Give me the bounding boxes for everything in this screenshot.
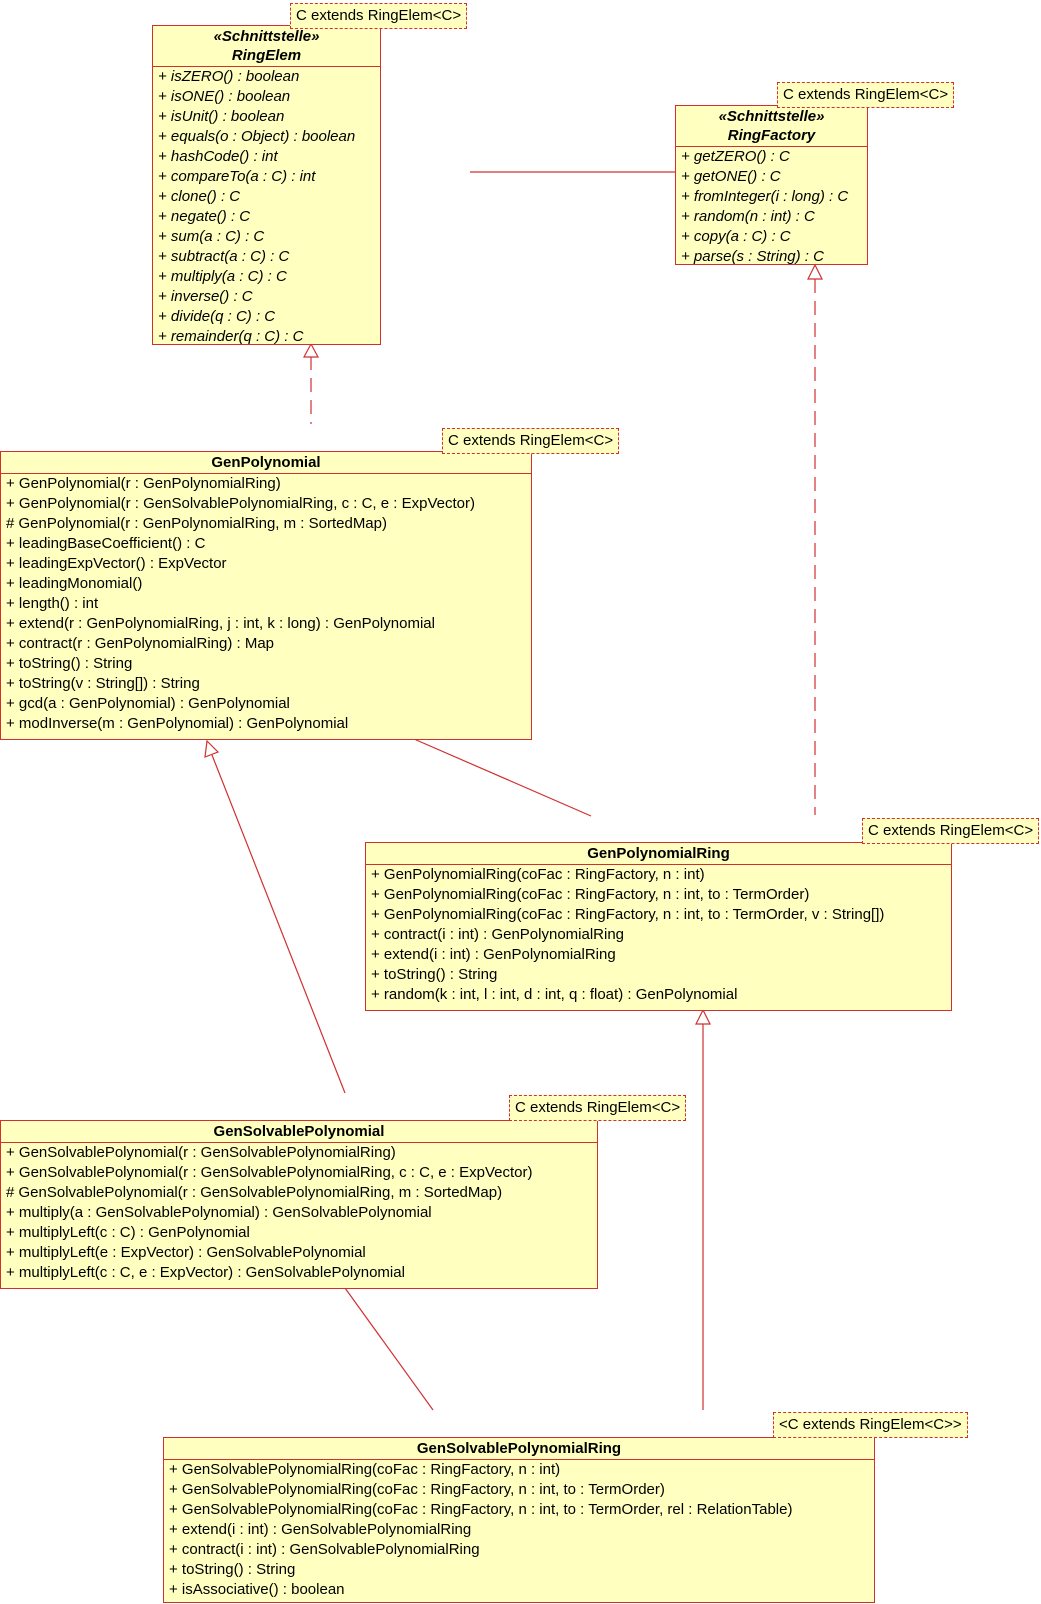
method-item: + sum(a : C) : C <box>158 228 265 245</box>
method-item: + contract(i : int) : GenPolynomialRing <box>371 926 625 943</box>
method-item: + leadingMonomial() <box>6 575 143 592</box>
method-item: + compareTo(a : C) : int <box>158 168 316 185</box>
realization-arrowhead-ringfactory <box>807 263 823 280</box>
method-item: + GenPolynomialRing(coFac : RingFactory,… <box>371 886 810 903</box>
method-item: + inverse() : C <box>158 288 253 305</box>
method-item: + leadingExpVector() : ExpVector <box>6 555 227 572</box>
method-item: + isAssociative() : boolean <box>169 1581 345 1598</box>
method-item: + multiplyLeft(e : ExpVector) : GenSolva… <box>6 1244 366 1261</box>
class-name: RingFactory <box>727 127 816 144</box>
method-item: + toString(v : String[]) : String <box>6 675 200 692</box>
generalization-arrowhead-genpolynomialring <box>695 1008 711 1025</box>
method-item: + toString() : String <box>371 966 498 983</box>
method-item: + getONE() : C <box>681 168 781 185</box>
method-item: + GenSolvablePolynomialRing(coFac : Ring… <box>169 1501 793 1518</box>
method-item: + modInverse(m : GenPolynomial) : GenPol… <box>6 715 349 732</box>
method-list: + GenPolynomialRing(coFac : RingFactory,… <box>366 865 951 1005</box>
association-genpolynomial-ring <box>413 738 592 817</box>
class-name: GenSolvablePolynomialRing <box>416 1440 622 1457</box>
class-header: «Schnittstelle» RingFactory <box>676 106 867 147</box>
class-box-gensolvablepolynomial[interactable]: GenSolvablePolynomial + GenSolvablePolyn… <box>0 1120 598 1289</box>
method-item: + length() : int <box>6 595 99 612</box>
method-item: + GenPolynomialRing(coFac : RingFactory,… <box>371 906 885 923</box>
method-item: + negate() : C <box>158 208 251 225</box>
method-item: + remainder(q : C) : C <box>158 328 304 345</box>
method-item: + isUnit() : boolean <box>158 108 285 125</box>
type-parameter-genpolynomialring: C extends RingElem<C> <box>862 818 1040 844</box>
class-name: GenPolynomial <box>211 454 321 471</box>
class-name: RingElem <box>231 47 302 64</box>
class-header: GenPolynomialRing <box>366 843 951 865</box>
method-list: + getZERO() : C + getONE() : C + fromInteg… <box>676 147 867 267</box>
association-gensolvable-ring <box>344 1287 434 1411</box>
method-item: + multiplyLeft(c : C) : GenPolynomial <box>6 1224 250 1241</box>
method-item: + subtract(a : C) : C <box>158 248 290 265</box>
method-item: + GenPolynomial(r : GenPolynomialRing) <box>6 475 281 492</box>
method-item: # GenPolynomial(r : GenPolynomialRing, m… <box>6 515 387 532</box>
method-item: + GenSolvablePolynomialRing(coFac : Ring… <box>169 1461 561 1478</box>
method-item: + divide(q : C) : C <box>158 308 276 325</box>
method-item: + GenPolynomialRing(coFac : RingFactory,… <box>371 866 705 883</box>
class-box-gensolvablepolynomialring[interactable]: GenSolvablePolynomialRing + GenSolvableP… <box>163 1437 875 1603</box>
class-box-genpolynomial[interactable]: GenPolynomial + GenPolynomial(r : GenPol… <box>0 451 532 740</box>
class-box-genpolynomialring[interactable]: GenPolynomialRing + GenPolynomialRing(co… <box>365 842 952 1011</box>
method-item: + GenPolynomial(r : GenSolvablePolynomia… <box>6 495 475 512</box>
method-item: + contract(r : GenPolynomialRing) : Map <box>6 635 275 652</box>
method-item: + isONE() : boolean <box>158 88 291 105</box>
method-item: + hashCode() : int <box>158 148 278 165</box>
method-list: + GenPolynomial(r : GenPolynomialRing) + … <box>1 474 531 734</box>
generalization-gensolvablepolynomial <box>211 754 346 1094</box>
method-item: + toString() : String <box>169 1561 296 1578</box>
method-item: # GenSolvablePolynomial(r : GenSolvableP… <box>6 1184 503 1201</box>
realization-arrowhead-ringelem <box>302 342 320 358</box>
type-parameter-genpolynomial: C extends RingElem<C> <box>442 428 620 454</box>
method-item: + copy(a : C) : C <box>681 228 791 245</box>
method-item: + clone() : C <box>158 188 241 205</box>
type-parameter-ringelem: C extends RingElem<C> <box>290 3 468 29</box>
method-item: + extend(i : int) : GenSolvablePolynomia… <box>169 1521 472 1538</box>
class-box-ringelem[interactable]: «Schnittstelle» RingElem + isZERO() : bo… <box>152 25 381 345</box>
method-item: + fromInteger(i : long) : C <box>681 188 849 205</box>
method-item: + extend(i : int) : GenPolynomialRing <box>371 946 616 963</box>
stereotype-label: «Schnittstelle» <box>718 108 825 125</box>
method-item: + gcd(a : GenPolynomial) : GenPolynomial <box>6 695 290 712</box>
method-item: + leadingBaseCoefficient() : C <box>6 535 206 552</box>
method-item: + multiply(a : C) : C <box>158 268 287 285</box>
type-parameter-gensolvablepolynomialring: <C extends RingElem<C>> <box>773 1412 968 1438</box>
method-item: + GenSolvablePolynomial(r : GenSolvableP… <box>6 1164 533 1181</box>
type-parameter-ringfactory: C extends RingElem<C> <box>777 82 955 108</box>
class-header: «Schnittstelle» RingElem <box>153 26 380 67</box>
class-header: GenSolvablePolynomialRing <box>164 1438 874 1460</box>
method-item: + equals(o : Object) : boolean <box>158 128 356 145</box>
method-list: + GenSolvablePolynomialRing(coFac : Ring… <box>164 1460 874 1600</box>
type-parameter-gensolvablepolynomial: C extends RingElem<C> <box>509 1095 687 1121</box>
method-item: + contract(i : int) : GenSolvablePolynom… <box>169 1541 480 1558</box>
method-list: + isZERO() : boolean + isONE() : boolean +… <box>153 67 380 347</box>
class-header: GenPolynomial <box>1 452 531 474</box>
class-header: GenSolvablePolynomial <box>1 1121 597 1143</box>
class-name: GenSolvablePolynomial <box>213 1123 385 1140</box>
method-item: + multiply(a : GenSolvablePolynomial) : … <box>6 1204 432 1221</box>
method-item: + extend(r : GenPolynomialRing, j : int,… <box>6 615 435 632</box>
stereotype-label: «Schnittstelle» <box>213 28 320 45</box>
class-box-ringfactory[interactable]: «Schnittstelle» RingFactory + getZERO() … <box>675 105 868 265</box>
method-list: + GenSolvablePolynomial(r : GenSolvableP… <box>1 1143 597 1283</box>
method-item: + isZERO() : boolean <box>158 68 300 85</box>
method-item: + GenSolvablePolynomial(r : GenSolvableP… <box>6 1144 396 1161</box>
class-name: GenPolynomialRing <box>587 845 730 862</box>
method-item: + getZERO() : C <box>681 148 790 165</box>
generalization-arrowhead-genpolynomial <box>204 739 220 758</box>
method-item: + parse(s : String) : C <box>681 248 824 265</box>
method-item: + toString() : String <box>6 655 133 672</box>
method-item: + GenSolvablePolynomialRing(coFac : Ring… <box>169 1481 665 1498</box>
method-item: + random(k : int, l : int, d : int, q : … <box>371 986 738 1003</box>
method-item: + multiplyLeft(c : C, e : ExpVector) : G… <box>6 1264 405 1281</box>
method-item: + random(n : int) : C <box>681 208 815 225</box>
